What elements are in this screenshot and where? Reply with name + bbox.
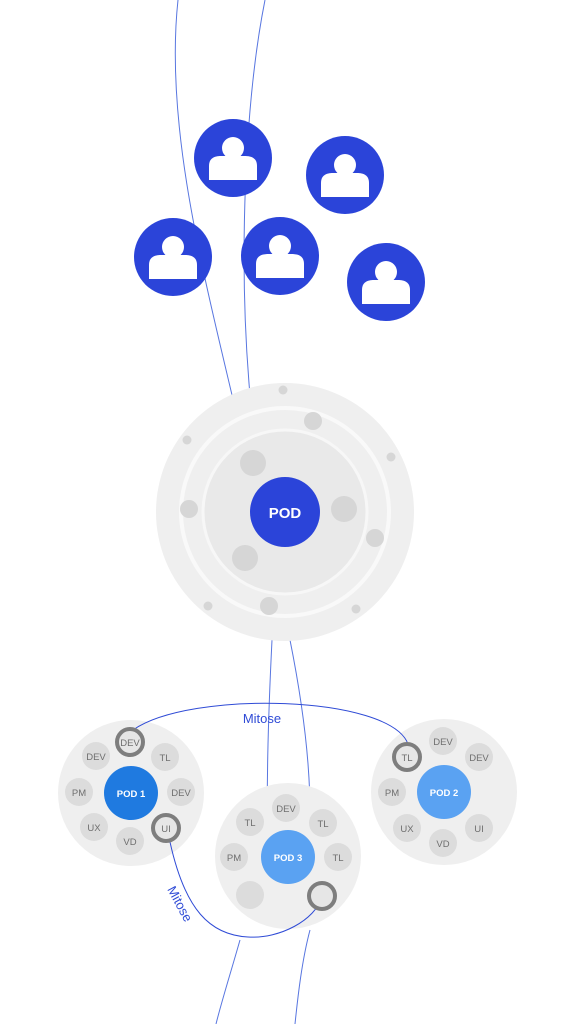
member-dot bbox=[151, 743, 179, 771]
member-dot bbox=[220, 843, 248, 871]
pod-label: POD 1 bbox=[117, 789, 146, 800]
member-label: VD bbox=[436, 839, 449, 850]
main-pod-ring bbox=[201, 428, 369, 596]
member-dot-highlight bbox=[151, 813, 181, 843]
pod-2: DEV DEV UI VD UX PM TL POD 2 bbox=[378, 727, 493, 857]
member-label: PM bbox=[72, 788, 86, 799]
member-label: PM bbox=[227, 853, 241, 864]
member-label: TL bbox=[332, 853, 343, 864]
member-dot bbox=[324, 843, 352, 871]
member-dot bbox=[236, 881, 264, 909]
member-dot bbox=[180, 500, 198, 518]
member-dot bbox=[80, 813, 108, 841]
member-dot bbox=[465, 743, 493, 771]
member-dot bbox=[272, 794, 300, 822]
member-label: DEV bbox=[469, 753, 489, 764]
guide-lines bbox=[174, 0, 311, 1024]
member-dot bbox=[386, 452, 396, 462]
member-label: UX bbox=[400, 824, 414, 835]
member-dot-highlight bbox=[115, 727, 145, 757]
guide-line bbox=[243, 0, 266, 396]
member-label: DEV bbox=[276, 804, 296, 815]
member-dot bbox=[116, 827, 144, 855]
pod-label: POD 3 bbox=[274, 853, 303, 864]
main-pod: POD bbox=[156, 383, 414, 641]
member-dot bbox=[366, 529, 384, 547]
member-dot bbox=[278, 385, 288, 395]
pod-label: POD 2 bbox=[430, 788, 459, 799]
member-label: DEV bbox=[120, 738, 140, 749]
person-icon bbox=[149, 236, 197, 279]
mitosis-connectors bbox=[132, 702, 409, 938]
member-dot bbox=[351, 604, 361, 614]
mitose-label: Mitose bbox=[164, 883, 195, 924]
pod-core bbox=[261, 830, 315, 884]
guide-line bbox=[215, 939, 241, 1024]
mitosis-connector bbox=[169, 841, 323, 938]
member-dot bbox=[309, 809, 337, 837]
pod-core bbox=[104, 766, 158, 820]
member-dot bbox=[232, 545, 258, 571]
member-label: UX bbox=[87, 823, 101, 834]
member-dots bbox=[180, 385, 396, 615]
member-dot bbox=[65, 778, 93, 806]
member-label: DEV bbox=[433, 737, 453, 748]
person-icon bbox=[256, 235, 304, 278]
member-label: DEV bbox=[86, 752, 106, 763]
member-label: UI bbox=[474, 824, 484, 835]
member-dot bbox=[167, 778, 195, 806]
person-avatar bbox=[241, 217, 319, 295]
person-avatar bbox=[347, 243, 425, 321]
member-label: TL bbox=[317, 819, 328, 830]
member-dot bbox=[429, 727, 457, 755]
person-icon bbox=[209, 137, 257, 180]
guide-line bbox=[174, 0, 233, 396]
pod-1: DEV TL DEV UI VD UX PM DEV POD 1 bbox=[65, 727, 195, 855]
member-label: TL bbox=[401, 753, 412, 764]
main-pod-core bbox=[250, 477, 320, 547]
member-dot bbox=[331, 496, 357, 522]
main-pod-label: POD bbox=[269, 505, 302, 522]
person-icon bbox=[362, 261, 410, 304]
mitosis-connector bbox=[132, 702, 409, 745]
member-label: DEV bbox=[171, 788, 191, 799]
person-avatar bbox=[306, 136, 384, 214]
member-dot-highlight bbox=[307, 881, 337, 911]
guide-line bbox=[294, 929, 311, 1024]
member-label: PM bbox=[385, 788, 399, 799]
mitose-label: Mitose bbox=[243, 711, 281, 726]
pod-core bbox=[417, 765, 471, 819]
member-dot bbox=[182, 435, 192, 445]
member-label: UI bbox=[161, 824, 171, 835]
member-dot-highlight bbox=[392, 742, 422, 772]
pod-3: DEV TL TL PM TL POD 3 bbox=[220, 794, 352, 911]
member-label: TL bbox=[244, 818, 255, 829]
member-dot bbox=[304, 412, 322, 430]
member-label: VD bbox=[123, 837, 136, 848]
member-dot bbox=[465, 814, 493, 842]
people-group bbox=[134, 119, 425, 321]
member-dot bbox=[260, 597, 278, 615]
member-dot bbox=[240, 450, 266, 476]
member-dot bbox=[82, 742, 110, 770]
member-dot bbox=[236, 808, 264, 836]
member-dot bbox=[429, 829, 457, 857]
member-dot bbox=[203, 601, 213, 611]
member-dot bbox=[393, 814, 421, 842]
person-avatar bbox=[134, 218, 212, 296]
member-dot bbox=[378, 778, 406, 806]
member-label: TL bbox=[159, 753, 170, 764]
person-avatar bbox=[194, 119, 272, 197]
person-icon bbox=[321, 154, 369, 197]
